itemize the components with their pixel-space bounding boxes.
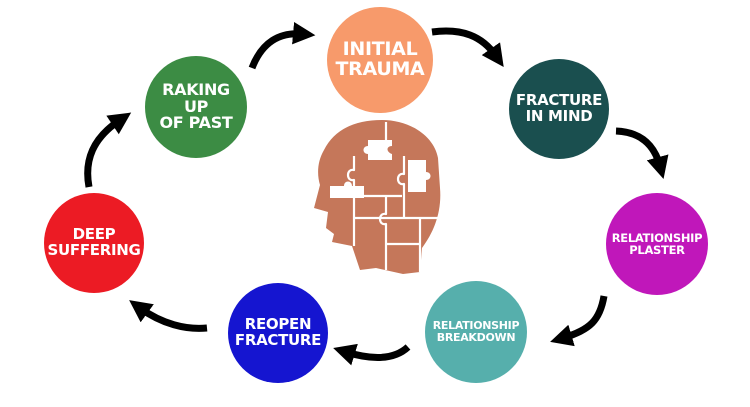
missing-puzzle-piece-right — [408, 160, 431, 192]
node-deep-suffering-label: DEEP SUFFERING — [47, 225, 141, 259]
arrow-plaster-to-breakdown — [550, 295, 608, 347]
node-reopen-fracture: REOPEN FRACTURE — [228, 283, 328, 383]
node-fracture-in-mind: FRACTURE IN MIND — [509, 59, 609, 159]
arrow-initial-to-fracture — [431, 27, 504, 68]
arrow-suffering-to-raking — [84, 112, 132, 188]
missing-puzzle-piece-left — [330, 181, 364, 198]
arrow-raking-to-initial — [248, 22, 316, 70]
node-relationship-breakdown-label: RELATIONSHIP BREAKDOWN — [432, 319, 520, 344]
node-deep-suffering: DEEP SUFFERING — [44, 193, 144, 293]
node-relationship-breakdown: RELATIONSHIP BREAKDOWN — [425, 281, 527, 383]
node-fracture-in-mind-label: FRACTURE IN MIND — [515, 91, 603, 125]
arrow-fracture-to-plaster — [615, 127, 669, 179]
missing-puzzle-piece-top — [363, 140, 392, 160]
arrow-breakdown-to-reopen — [333, 343, 411, 366]
node-initial-trauma-label: INITIAL TRAUMA — [335, 38, 425, 80]
node-raking-up-of-past: RAKING UP OF PAST — [145, 56, 247, 158]
node-raking-up-of-past-label: RAKING UP OF PAST — [159, 79, 233, 133]
node-relationship-plaster-label: RELATIONSHIP PLASTER — [611, 230, 703, 257]
arrow-reopen-to-suffering — [129, 300, 208, 332]
node-reopen-fracture-label: REOPEN FRACTURE — [234, 315, 322, 349]
node-initial-trauma: INITIAL TRAUMA — [327, 7, 433, 113]
node-relationship-plaster: RELATIONSHIP PLASTER — [606, 193, 708, 295]
